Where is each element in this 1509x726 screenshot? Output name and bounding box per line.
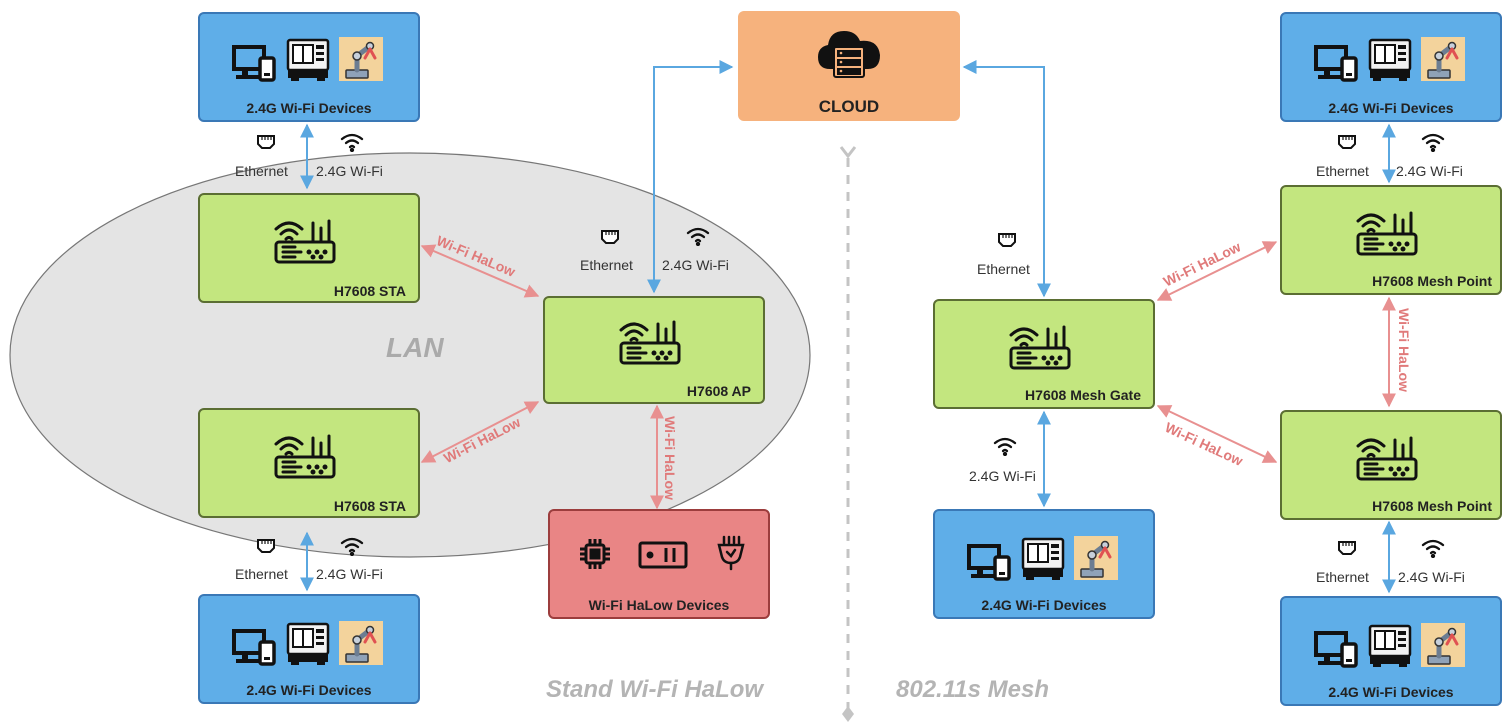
router-icon xyxy=(273,219,337,270)
cloud-box: CLOUD xyxy=(738,11,960,121)
wifi-devices-label: 2.4G Wi-Fi Devices xyxy=(246,100,372,116)
wifi-icon xyxy=(340,536,364,561)
ethernet-port-icon xyxy=(1337,540,1357,561)
robot-arm-icon xyxy=(1073,535,1119,586)
wifi-24-label: 2.4G Wi-Fi xyxy=(316,163,383,179)
wifi-devices-bottom-right: 2.4G Wi-Fi Devices xyxy=(1280,596,1502,706)
section-title-left: Stand Wi-Fi HaLow xyxy=(546,676,764,703)
sta-label: H7608 STA xyxy=(333,283,406,299)
ethernet-label: Ethernet xyxy=(1316,163,1369,179)
h7608-mesh-point-top: H7608 Mesh Point xyxy=(1280,185,1502,295)
monitor-icon xyxy=(232,628,278,671)
wifi-devices-top-left: 2.4G Wi-Fi Devices xyxy=(198,12,420,122)
h7608-mesh-gate: H7608 Mesh Gate xyxy=(933,299,1155,409)
halow-link-label: Wi-Fi HaLow xyxy=(1395,308,1412,392)
ethernet-port-icon xyxy=(256,134,276,155)
mesh-gate-label: H7608 Mesh Gate xyxy=(1025,387,1141,403)
section-title-right: 802.11s Mesh xyxy=(896,676,1049,703)
wifi-devices-mesh-gate: 2.4G Wi-Fi Devices xyxy=(933,509,1155,619)
monitor-icon xyxy=(1314,44,1360,87)
ap-label: H7608 AP xyxy=(686,383,751,399)
wifi-24-label: 2.4G Wi-Fi xyxy=(1396,163,1463,179)
ethernet-port-icon xyxy=(256,538,276,559)
chip-icon xyxy=(578,537,612,576)
h7608-sta-bottom: H7608 STA xyxy=(198,408,420,518)
wifi-icon xyxy=(1421,538,1445,563)
wifi-icon xyxy=(686,226,710,251)
wifi-24-label: 2.4G Wi-Fi xyxy=(969,468,1036,484)
ethernet-label: Ethernet xyxy=(580,257,633,273)
wifi-icon xyxy=(340,132,364,157)
machine-icon xyxy=(1021,537,1065,586)
h7608-mesh-point-bottom: H7608 Mesh Point xyxy=(1280,410,1502,520)
sta-label: H7608 STA xyxy=(333,498,406,514)
monitor-icon xyxy=(232,44,278,87)
wifi-halow-devices: Wi-Fi HaLow Devices xyxy=(548,509,770,619)
machine-icon xyxy=(1368,38,1412,87)
wifi-devices-bottom-left: 2.4G Wi-Fi Devices xyxy=(198,594,420,704)
wifi-devices-top-right: 2.4G Wi-Fi Devices xyxy=(1280,12,1502,122)
ethernet-label: Ethernet xyxy=(977,261,1030,277)
monitor-icon xyxy=(1314,630,1360,673)
machine-icon xyxy=(1368,624,1412,673)
plug-icon xyxy=(716,535,746,576)
ethernet-label: Ethernet xyxy=(1316,569,1369,585)
router-icon xyxy=(1355,436,1419,487)
halow-link-label: Wi-Fi HaLow xyxy=(661,416,678,500)
machine-icon xyxy=(286,622,330,671)
switch-icon xyxy=(638,541,688,574)
halow-devices-label: Wi-Fi HaLow Devices xyxy=(588,597,730,613)
wifi-devices-label: 2.4G Wi-Fi Devices xyxy=(981,597,1107,613)
wifi-24-label: 2.4G Wi-Fi xyxy=(662,257,729,273)
ethernet-label: Ethernet xyxy=(235,163,288,179)
ethernet-port-icon xyxy=(997,232,1017,253)
robot-arm-icon xyxy=(1420,36,1466,87)
wifi-devices-label: 2.4G Wi-Fi Devices xyxy=(1328,100,1454,116)
wifi-icon xyxy=(993,436,1017,461)
router-icon xyxy=(1355,211,1419,262)
robot-arm-icon xyxy=(338,620,384,671)
cloud-server-icon xyxy=(816,25,882,90)
robot-arm-icon xyxy=(1420,622,1466,673)
cloud-label: CLOUD xyxy=(818,97,880,116)
h7608-sta-top: H7608 STA xyxy=(198,193,420,303)
wifi-devices-label: 2.4G Wi-Fi Devices xyxy=(1328,684,1454,700)
mesh-point-label: H7608 Mesh Point xyxy=(1372,498,1492,514)
machine-icon xyxy=(286,38,330,87)
robot-arm-icon xyxy=(338,36,384,87)
h7608-ap: H7608 AP xyxy=(543,296,765,404)
ethernet-label: Ethernet xyxy=(235,566,288,582)
router-icon xyxy=(1008,325,1072,376)
monitor-icon xyxy=(967,543,1013,586)
ethernet-port-icon xyxy=(1337,134,1357,155)
ethernet-port-icon xyxy=(600,229,620,250)
wifi-24-label: 2.4G Wi-Fi xyxy=(1398,569,1465,585)
lan-label: LAN xyxy=(386,332,444,363)
router-icon xyxy=(618,320,682,371)
router-icon xyxy=(273,434,337,485)
wifi-devices-label: 2.4G Wi-Fi Devices xyxy=(246,682,372,698)
wifi-icon xyxy=(1421,132,1445,157)
wifi-24-label: 2.4G Wi-Fi xyxy=(316,566,383,582)
mesh-point-label: H7608 Mesh Point xyxy=(1372,273,1492,289)
